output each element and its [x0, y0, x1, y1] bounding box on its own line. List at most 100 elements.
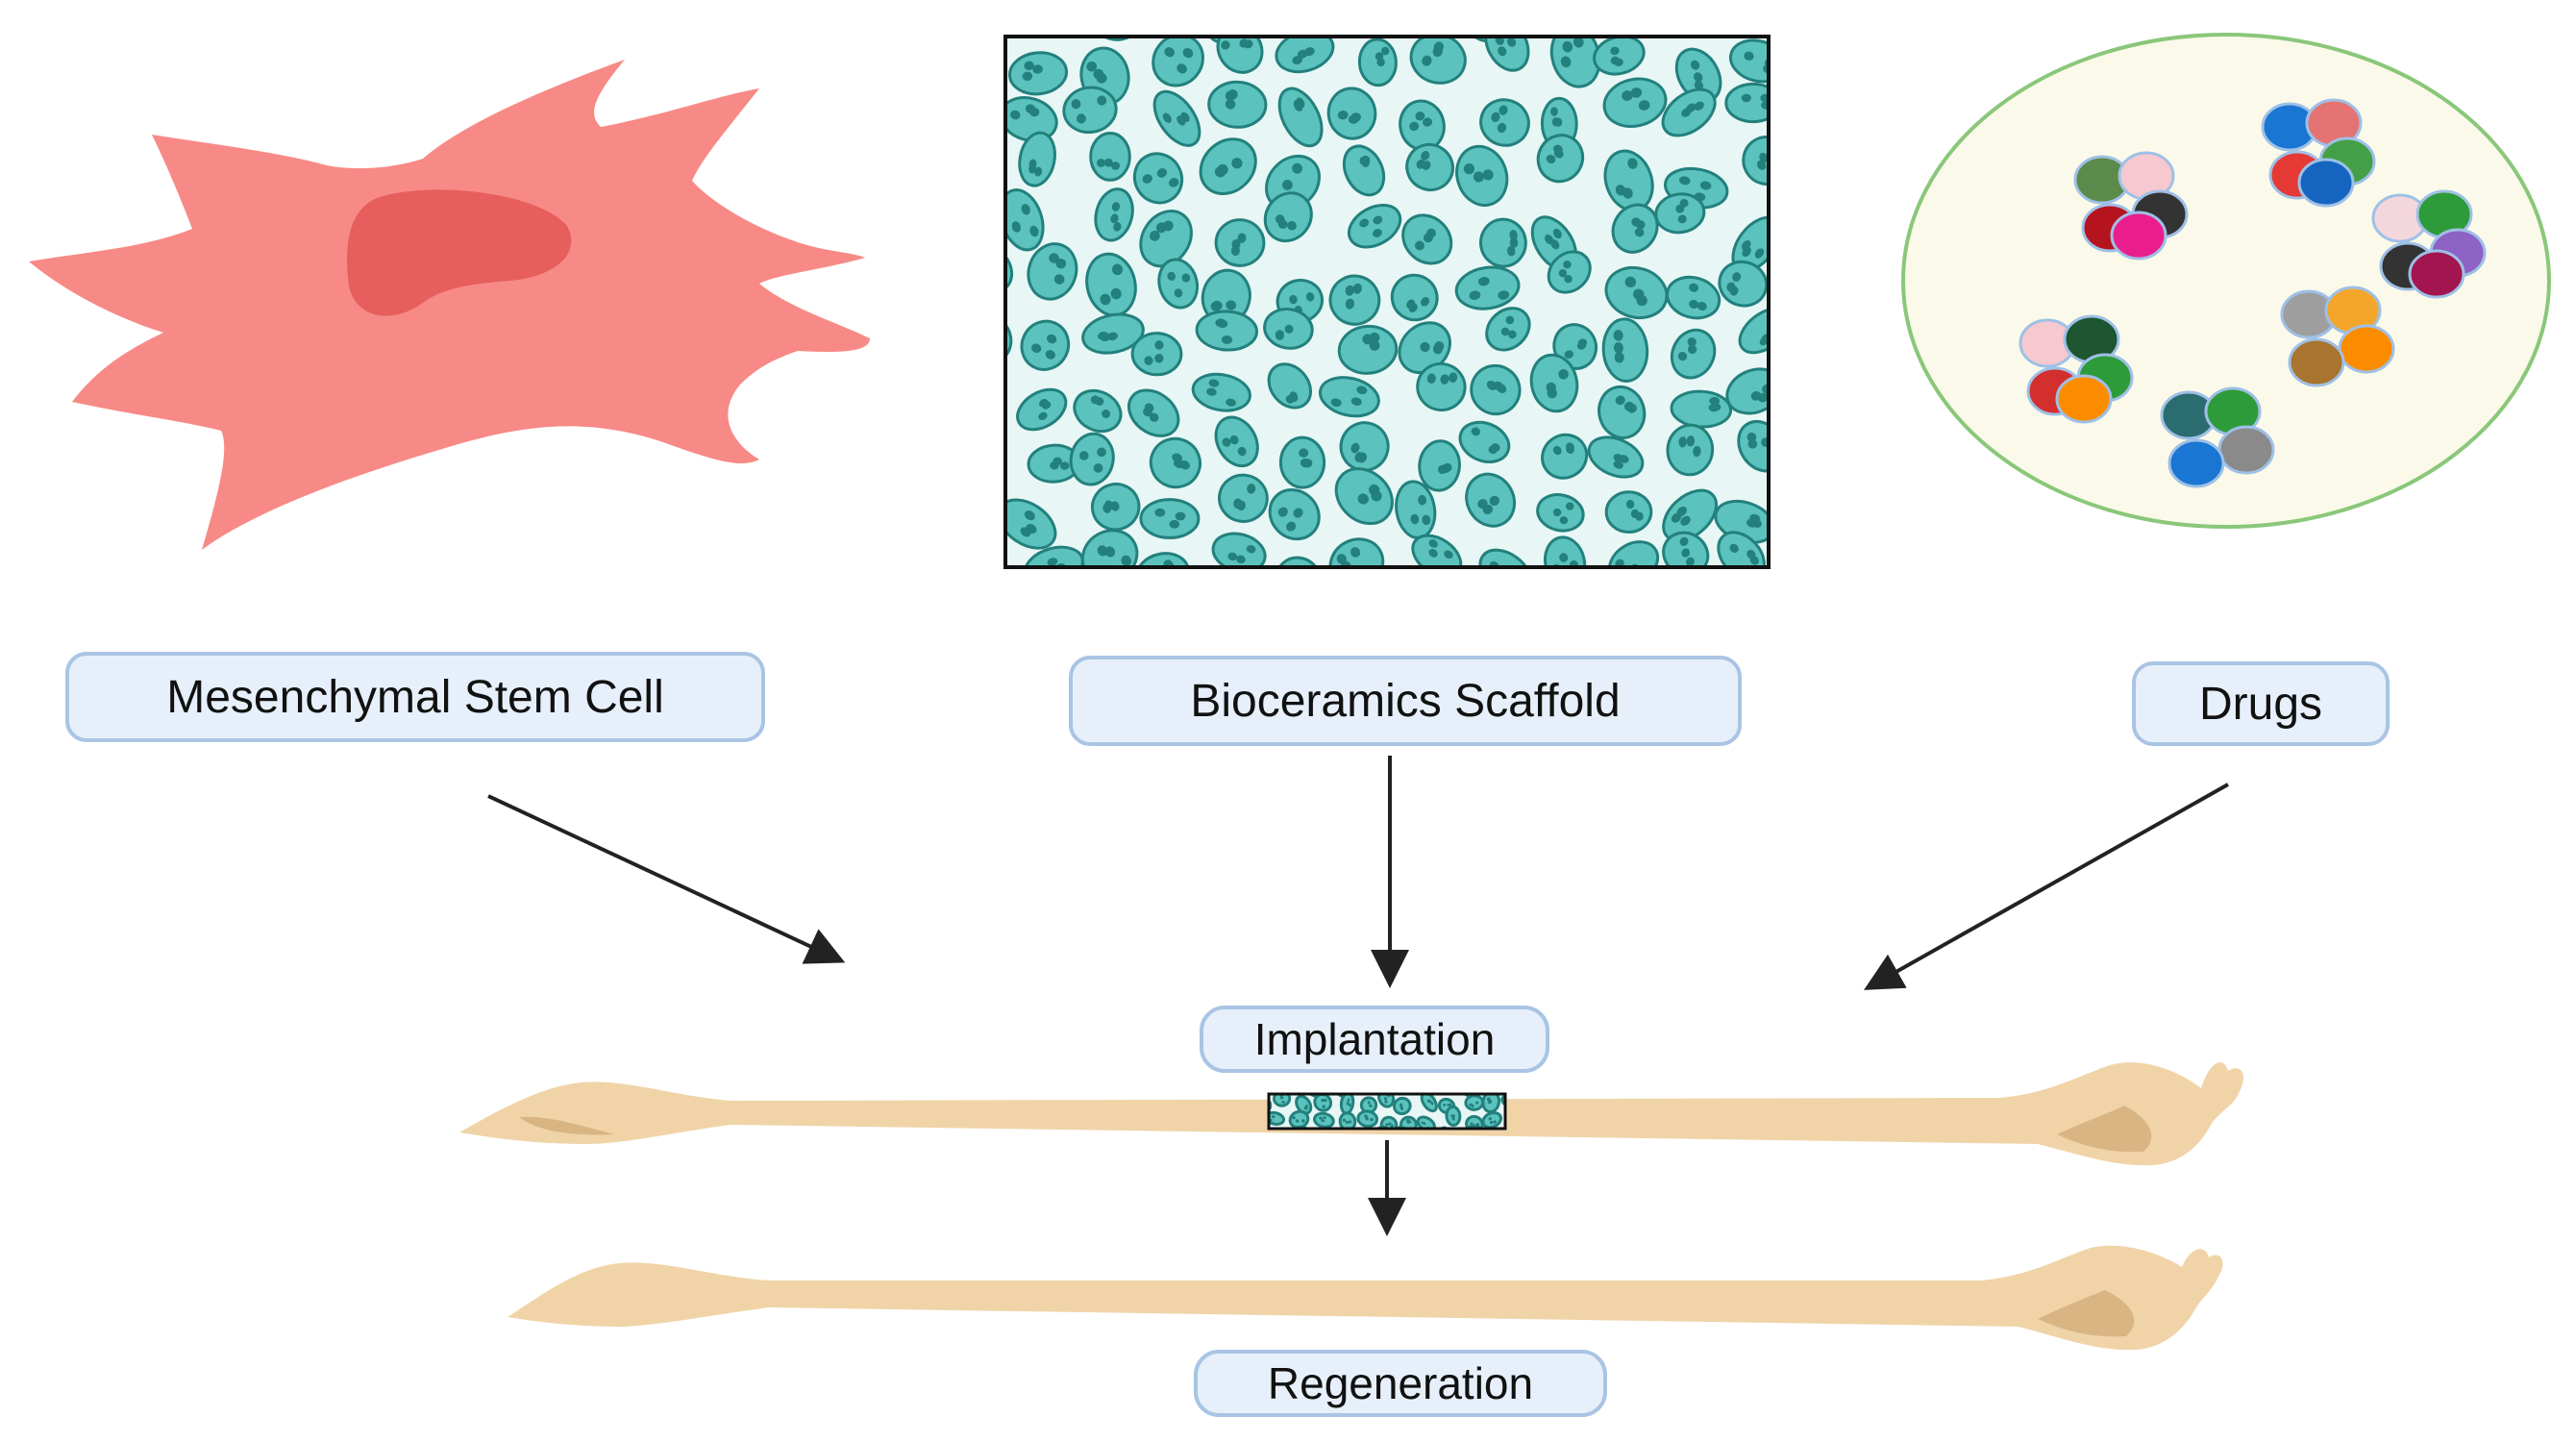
scaffold-pore-blob — [1790, 439, 1845, 496]
scaffold-pore-blob — [1807, 0, 1866, 44]
scaffold-pore-blob — [1479, 98, 1530, 147]
scaffold-pore-blob — [1788, 204, 1846, 256]
drug-particle-cluster — [2371, 189, 2487, 299]
scaffold-pore-blob — [1278, 435, 1326, 489]
scaffold-pore-blob — [1604, 265, 1669, 320]
scaffold-pore-blob — [1270, 1094, 1289, 1095]
scaffold-pore-blob — [1157, 258, 1200, 310]
scaffold-pore-blob — [1062, 603, 1113, 642]
scaffold-pore-blob — [1132, 152, 1184, 205]
scaffold-pore-blob — [1191, 372, 1251, 412]
scaffold-pore-blob — [1395, 480, 1437, 540]
scaffold-pore-blob — [1464, 1094, 1485, 1111]
scaffold-pore-blob — [1356, 1071, 1372, 1087]
label-implantation: Implantation — [1200, 1006, 1549, 1073]
scaffold-pore-blob — [1326, 87, 1377, 140]
scaffold-pore-blob — [1214, 218, 1266, 267]
scaffold-pore-blob — [1500, 1094, 1505, 1109]
scaffold-pore-blob — [1718, 260, 1769, 308]
stem-cell-nucleus — [346, 189, 572, 316]
label-regeneration: Regeneration — [1194, 1350, 1607, 1417]
drug-particle-cluster — [2280, 286, 2395, 387]
scaffold-pore-blob — [1313, 1094, 1333, 1112]
scaffold-pore-blob — [1541, 433, 1589, 480]
scaffold-pore-blob — [1269, 1110, 1286, 1126]
scaffold-pore-blob — [1654, 192, 1706, 235]
scaffold-pore-blob — [1328, 274, 1381, 326]
bone-shade-left — [519, 1116, 615, 1135]
scaffold-pore-blob — [1207, 80, 1268, 129]
drug-particles-illustration — [1901, 33, 2551, 529]
scaffold-pore-blob — [931, 137, 983, 187]
scaffold-pore-blob — [1356, 1109, 1379, 1129]
scaffold-pore-blob — [1666, 423, 1715, 477]
scaffold-pore-blob — [1401, 213, 1453, 265]
scaffold-pore-blob — [1267, 591, 1328, 656]
scaffold-pore-blob — [1807, 582, 1858, 634]
scaffold-pore-blob — [1016, 0, 1077, 39]
scaffold-pore-blob — [1007, 51, 1069, 96]
arrow-stem-cell-to-implant — [487, 794, 846, 964]
scaffold-pore-blob — [1802, 27, 1866, 90]
scaffold-pore-blob — [1318, 376, 1380, 418]
scaffold-pore-blob — [1448, 569, 1522, 645]
scaffold-pore-blob — [1799, 486, 1873, 561]
scaffold-pore-blob — [1536, 493, 1585, 533]
scaffold-pore-blob — [1313, 1111, 1335, 1129]
scaffold-border — [1003, 35, 1771, 569]
scaffold-pore-blob — [1125, 579, 1191, 647]
scaffold-pore-blob — [1018, 131, 1056, 187]
scaffold-pore-blob — [941, 194, 1008, 264]
scaffold-pore-blob — [962, 91, 1003, 150]
drug-particle-cluster — [2019, 314, 2134, 424]
scaffold-pore-blob — [1085, 252, 1137, 317]
scaffold-pore-blob — [1288, 1109, 1310, 1129]
scaffold-pore-blob — [1333, 0, 1395, 33]
scaffold-pore-blob — [1536, 134, 1585, 184]
scaffold-pore-blob — [1214, 415, 1259, 468]
scaffold-pore-blob — [1737, 420, 1769, 473]
scaffold-pore-blob — [1254, 0, 1317, 22]
scaffold-pore-blob — [1470, 363, 1522, 416]
scaffold-pore-blob — [1396, 1075, 1413, 1089]
scaffold-pore-blob — [1089, 131, 1131, 182]
scaffold-pore-blob — [1780, 353, 1850, 426]
drug-particle-cluster — [2261, 98, 2376, 208]
scaffold-pore-blob — [992, 594, 1053, 643]
scaffold-pore-blob — [1005, 498, 1057, 550]
scaffold-pore-blob — [1268, 488, 1321, 541]
scaffold-pore-blob — [1005, 188, 1045, 252]
scaffold-pore-blob — [1405, 142, 1454, 192]
scaffold-pore-blob — [1649, 0, 1704, 28]
scaffold-pore-blob — [1390, 273, 1439, 322]
scaffold-pore-blob — [1307, 1132, 1328, 1154]
scaffold-pore-blob — [950, 0, 996, 33]
bone-shade-right — [2057, 1106, 2152, 1153]
scaffold-pore-blob — [1073, 388, 1123, 434]
scaffold-pore-blob — [1069, 432, 1115, 486]
scaffold-pore-blob — [1355, 1133, 1377, 1154]
scaffold-pore-blob — [932, 540, 997, 603]
scaffold-pore-blob — [1090, 483, 1141, 532]
scaffold-pore-blob — [1339, 1094, 1355, 1115]
scaffold-pore-blob — [1016, 387, 1068, 432]
scaffold-pore-blob — [1199, 137, 1257, 195]
scaffold-pore-blob — [1412, 1073, 1434, 1094]
scaffold-pore-blob — [1601, 317, 1649, 383]
scaffold-pore-blob — [1529, 353, 1579, 413]
scaffold-pore-blob — [1413, 0, 1472, 36]
scaffold-pore-blob — [1062, 86, 1118, 135]
scaffold-pore-blob — [921, 460, 995, 531]
stem-cell-body — [29, 60, 870, 550]
scaffold-pore-blob — [1611, 203, 1659, 254]
drug-particle-cluster — [2073, 151, 2189, 261]
drug-particle-cluster — [2160, 386, 2275, 488]
scaffold-pore-blob — [1094, 187, 1134, 242]
scaffold-pore-blob — [934, 35, 980, 91]
porous-scaffold-illustration — [921, 0, 1873, 667]
scaffold-pore-blob — [1347, 203, 1402, 249]
bone-shade-right — [2038, 1290, 2135, 1337]
scaffold-pore-blob — [1666, 275, 1721, 320]
scaffold-pore-blob — [937, 594, 1013, 667]
